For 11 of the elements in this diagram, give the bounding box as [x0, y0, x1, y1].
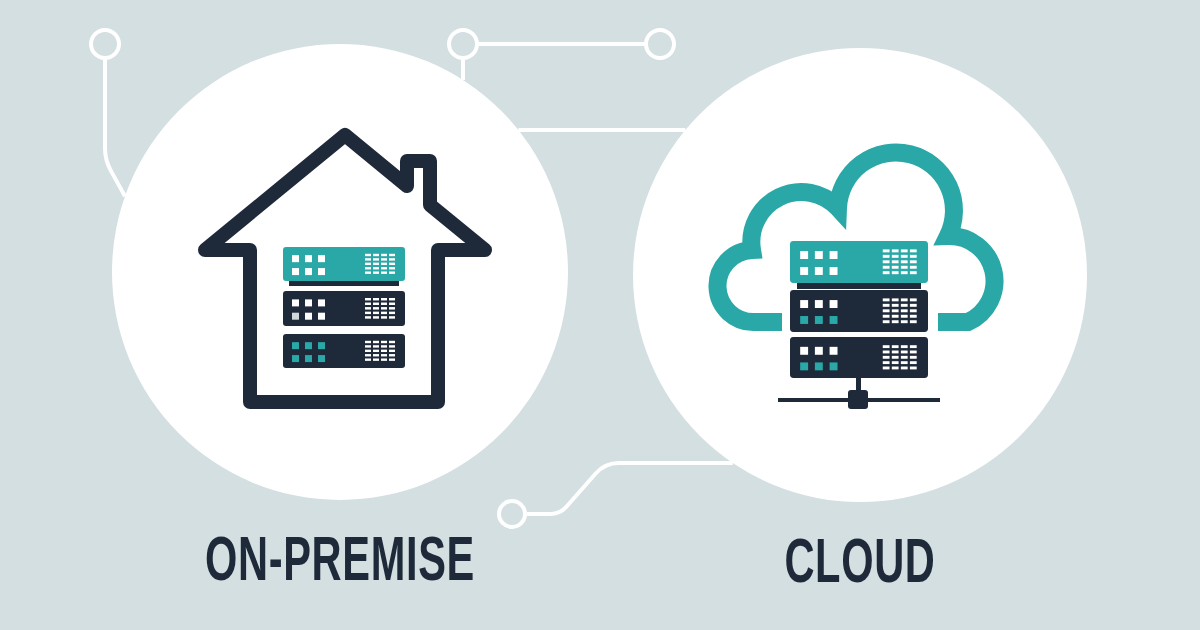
ring-terminal [644, 28, 676, 60]
heading-text: CLOUD [784, 529, 936, 592]
connector-line [461, 60, 465, 80]
heading-text: ON-PREMISE [205, 527, 475, 590]
connector-line [479, 42, 644, 46]
ring-terminal [447, 28, 479, 60]
ring-terminal [497, 499, 527, 529]
connector-line [518, 128, 686, 132]
connector-line [527, 461, 733, 516]
connector-line [103, 60, 127, 198]
ring-terminal [89, 28, 121, 60]
